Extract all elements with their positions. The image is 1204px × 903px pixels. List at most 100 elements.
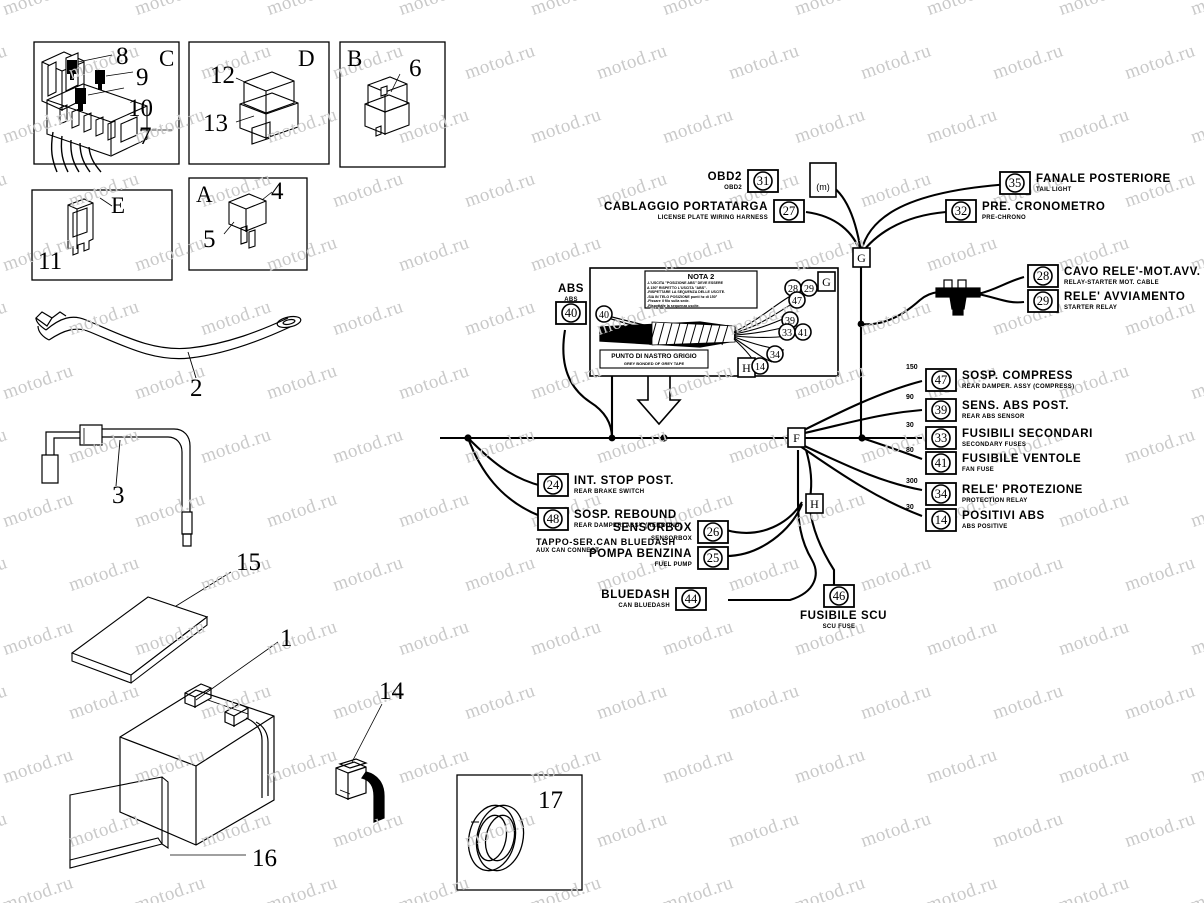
svg-text:40: 40 bbox=[599, 310, 609, 321]
harness-label-it: INT. STOP POST. bbox=[574, 475, 674, 487]
harness-label-en: SENSORBOX bbox=[650, 535, 692, 542]
callout-12: 12 bbox=[210, 62, 235, 89]
nota-footer-en: GREY BONDED OF GREY TAPE bbox=[623, 361, 685, 366]
relay-b-drawing bbox=[364, 73, 410, 137]
inset-badge-41: 41 bbox=[794, 323, 812, 341]
svg-text:26: 26 bbox=[707, 525, 720, 539]
part-badge-35: 35 bbox=[999, 171, 1031, 195]
svg-text:14: 14 bbox=[935, 513, 948, 527]
callout-6: 6 bbox=[409, 55, 422, 82]
svg-text:24: 24 bbox=[547, 478, 560, 492]
callout-13: 13 bbox=[203, 110, 228, 137]
callout-8: 8 bbox=[116, 43, 129, 70]
panel-letter-b: B bbox=[347, 46, 363, 71]
part-badge-44: 44 bbox=[675, 587, 707, 611]
blade-fuse-icons bbox=[67, 60, 105, 111]
svg-text:47: 47 bbox=[935, 373, 948, 387]
svg-text:14: 14 bbox=[755, 362, 765, 373]
battery-cable-2 bbox=[35, 311, 302, 379]
svg-text:39: 39 bbox=[935, 403, 948, 417]
harness-label-it: SENSORBOX bbox=[613, 522, 692, 534]
fusebox-drawing bbox=[41, 51, 172, 173]
harness-label-it: BLUEDASH bbox=[601, 589, 670, 601]
harness-label-en: CAN BLUEDASH bbox=[618, 602, 670, 609]
extra-label-it: TAPPO-SER.CAN BLUEDASH bbox=[536, 537, 676, 547]
svg-text:32: 32 bbox=[955, 204, 968, 218]
panel-frame-c bbox=[33, 41, 180, 165]
svg-text:H: H bbox=[742, 361, 751, 375]
part-badge-14: 14 bbox=[925, 508, 957, 532]
part-callout-14: 14 bbox=[379, 678, 404, 705]
part-badge-25: 25 bbox=[697, 546, 729, 570]
panel-frame-17 bbox=[456, 774, 583, 891]
wire-gauge-41: 80 bbox=[906, 447, 914, 454]
part-badge-33: 33 bbox=[925, 426, 957, 450]
svg-text:G: G bbox=[822, 275, 831, 289]
nota-line: -RISPETTARE LA SEQUENZA DELLE USCITE. bbox=[647, 290, 726, 295]
harness-label-en: TAIL LIGHT bbox=[1036, 186, 1072, 193]
harness-label-it: SOSP. COMPRESS bbox=[962, 370, 1074, 382]
svg-text:35: 35 bbox=[1009, 176, 1022, 190]
wire-gauge-33: 30 bbox=[906, 422, 914, 429]
fuse-e-drawing bbox=[67, 197, 113, 256]
part-badge-28: 28 bbox=[1027, 264, 1059, 288]
part-badge-32: 32 bbox=[945, 199, 977, 223]
svg-text:34: 34 bbox=[770, 350, 780, 361]
svg-text:34: 34 bbox=[935, 487, 948, 501]
harness-label-24: INT. STOP POST.REAR BRAKE SWITCH bbox=[574, 475, 674, 494]
svg-text:41: 41 bbox=[935, 456, 948, 470]
harness-label-it: CABLAGGIO PORTATARGA bbox=[603, 201, 768, 213]
battery-pad-16 bbox=[69, 776, 246, 869]
svg-text:H: H bbox=[810, 497, 819, 511]
svg-text:33: 33 bbox=[935, 431, 948, 445]
harness-label-it: FUSIBILE VENTOLE bbox=[962, 453, 1082, 465]
harness-label-en: REAR DAMPER. ASSY (COMPRESS) bbox=[962, 383, 1075, 390]
part-callout-3: 3 bbox=[112, 482, 125, 509]
part-badge-47: 47 bbox=[925, 368, 957, 392]
nota-footer-it: PUNTO DI NASTRO GRIGIO bbox=[611, 353, 697, 360]
svg-text:25: 25 bbox=[707, 551, 720, 565]
connector-14 bbox=[335, 703, 385, 823]
inset-badge-14: 14 bbox=[751, 357, 769, 375]
harness-label-en: FAN FUSE bbox=[962, 466, 995, 473]
svg-text:46: 46 bbox=[833, 589, 846, 603]
svg-text:44: 44 bbox=[685, 592, 698, 606]
harness-label-it: RELE' PROTEZIONE bbox=[962, 484, 1083, 496]
svg-text:33: 33 bbox=[782, 328, 792, 339]
callout-11: 11 bbox=[38, 248, 63, 275]
callout-4: 4 bbox=[271, 178, 284, 205]
svg-text:27: 27 bbox=[783, 204, 796, 218]
harness-label-28: CAVO RELE'-MOT.AVV.RELAY-STARTER MOT. CA… bbox=[1064, 266, 1201, 285]
harness-label-en: SECONDARY FUSES bbox=[962, 441, 1027, 448]
harness-label-en: STARTER RELAY bbox=[1064, 304, 1118, 311]
svg-text:47: 47 bbox=[792, 296, 802, 307]
harness-label-it: RELE' AVVIAMENTO bbox=[1064, 291, 1186, 303]
callout-5: 5 bbox=[203, 226, 216, 253]
nota-line: -Rispettare la sequenza uscite. bbox=[647, 303, 700, 308]
harness-label-it: PRE. CRONOMETRO bbox=[982, 201, 1106, 213]
part-badge-31: 31 bbox=[747, 169, 779, 193]
callout-7: 7 bbox=[139, 123, 152, 150]
panel-letter-a: A bbox=[196, 182, 213, 207]
harness-label-en: REAR ABS SENSOR bbox=[962, 413, 1025, 420]
nota-line: -L'USCITA "POSIZIONE ABS" DEVE ESSERE bbox=[647, 281, 724, 285]
nota-line: -Fissare il filo sulla sede. bbox=[647, 299, 690, 304]
svg-text:(m): (m) bbox=[816, 182, 830, 192]
part-badge-40: 40 bbox=[555, 301, 587, 325]
part-callout-2: 2 bbox=[190, 375, 203, 402]
harness-label-39: SENS. ABS POST.REAR ABS SENSOR bbox=[962, 400, 1069, 420]
inset-badge-33: 33 bbox=[778, 323, 796, 341]
harness-label-it: POSITIVI ABS bbox=[962, 510, 1045, 522]
extra-label-en: AUX CAN CONNECT bbox=[536, 548, 600, 554]
